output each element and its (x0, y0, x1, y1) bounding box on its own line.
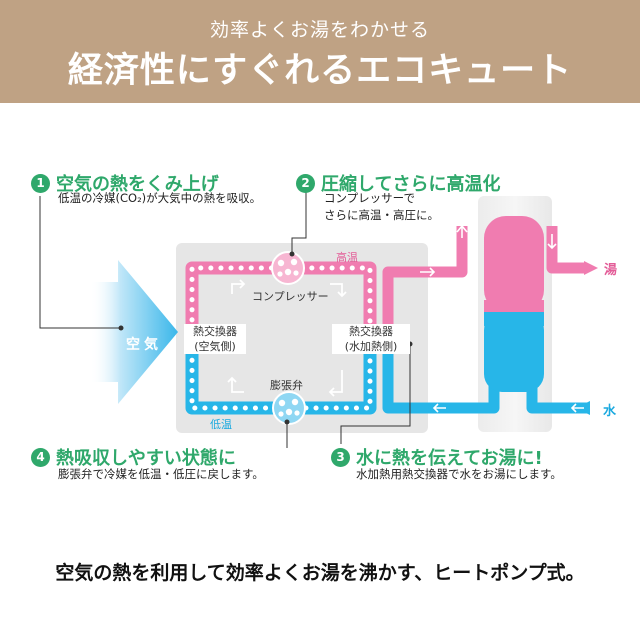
header-title: 経済性にすぐれるエコキュート (67, 51, 573, 91)
step-1-desc: 低温の冷媒(CO₂)が大気中の熱を吸収。 (58, 191, 262, 205)
step-3-number: 3 (331, 447, 350, 467)
storage-tank-hot (484, 216, 544, 312)
expansion-valve (272, 391, 306, 425)
step-4-desc: 膨張弁で冷媒を低温・低圧に戻します。 (58, 467, 264, 481)
step-3-heading: 3 水に熱を伝えてお湯に! (331, 444, 543, 470)
hx-water-line1: 熱交換器 (349, 325, 393, 338)
step-3-title: 水に熱を伝えてお湯に! (356, 448, 543, 469)
step-2-desc-line2: さらに高温・高圧に。 (324, 208, 439, 222)
step-1-heading: 1 空気の熱をくみ上げ (31, 170, 219, 196)
compressor-label: コンプレッサー (252, 290, 329, 303)
step-2-desc-line1: コンプレッサーで (324, 191, 415, 205)
callout-line-1 (39, 196, 120, 329)
step-4-heading: 4 熱吸収しやすい状態に (31, 444, 236, 470)
hx-water-line2: (水加熱側) (344, 340, 398, 353)
heat-exchanger-water-side: 熱交換器 (水加熱側) (332, 324, 410, 354)
storage-tank-cold (484, 312, 544, 392)
compressor (271, 251, 305, 285)
step-2-desc: コンプレッサーで さらに高温・高圧に。 (324, 190, 439, 224)
step-1-title: 空気の熱をくみ上げ (56, 174, 219, 195)
step-1-number: 1 (31, 173, 50, 193)
header-subtitle: 効率よくお湯をわかせる (209, 19, 430, 41)
water-in-label: 水 (603, 404, 617, 419)
low-temp-label: 低温 (210, 418, 232, 431)
step-3-desc: 水加熱用熱交換器で水をお湯にします。 (356, 467, 562, 481)
flow-arrows (227, 279, 347, 397)
step-2-number: 2 (296, 173, 315, 193)
step-2-heading: 2 圧縮してさらに高温化 (296, 170, 500, 196)
water-inlet (526, 386, 590, 414)
header-banner: 効率よくお湯をわかせる 経済性にすぐれるエコキュート (0, 0, 640, 103)
hx-air-line2: (空気側) (194, 340, 236, 353)
hot-water-out-label: 湯 (604, 263, 618, 278)
step-4-title: 熱吸収しやすい状態に (56, 448, 236, 469)
heat-exchanger-air-side: 熱交換器 (空気側) (184, 324, 246, 354)
hot-water-outlet (546, 226, 584, 274)
air-arrow (90, 260, 178, 404)
callout-line-3 (340, 346, 411, 444)
air-label: 空気 (126, 337, 162, 353)
high-temp-label: 高温 (336, 251, 358, 264)
callout-line-2 (291, 190, 307, 252)
hx-air-line1: 熱交換器 (193, 325, 237, 338)
step-2-title: 圧縮してさらに高温化 (321, 174, 501, 195)
expansion-valve-label: 膨張弁 (270, 379, 303, 392)
footer-caption: 空気の熱を利用して効率よくお湯を沸かす、ヒートポンプ式。 (55, 562, 585, 584)
step-4-number: 4 (31, 447, 50, 467)
